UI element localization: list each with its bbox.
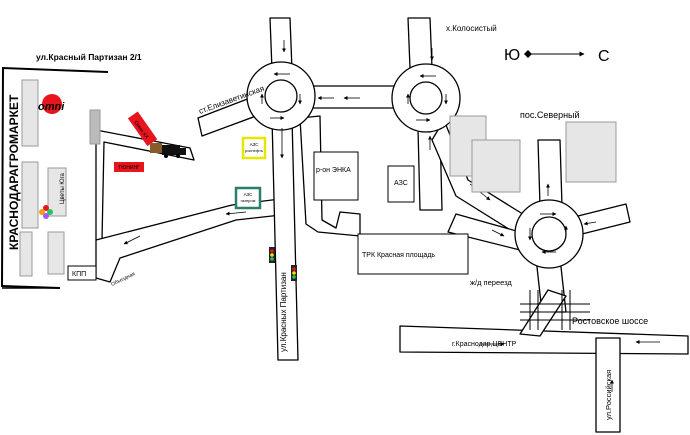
kolosisty-label: х.Колосистый bbox=[446, 24, 497, 33]
svg-text:газпром: газпром bbox=[241, 198, 256, 203]
building-market-5 bbox=[47, 231, 65, 275]
address-label: ул.Красный Партизан 2/1 bbox=[36, 52, 142, 62]
svg-text:ТЮНИНГ: ТЮНИНГ bbox=[118, 165, 140, 171]
roundabout-3-island bbox=[531, 216, 567, 252]
omni-logo: omni bbox=[38, 94, 65, 114]
building-severny-3 bbox=[565, 121, 617, 183]
flowers-label: Цветы Юга bbox=[60, 172, 66, 204]
flower-icon bbox=[39, 205, 53, 219]
building-market-1 bbox=[21, 79, 39, 147]
building-market-3 bbox=[47, 167, 67, 217]
building-azs bbox=[387, 165, 415, 203]
buildings bbox=[19, 79, 617, 277]
roundabout-2-island bbox=[409, 81, 443, 115]
road-rostov-north bbox=[519, 289, 567, 337]
building-market-4 bbox=[19, 231, 33, 277]
compass-north: С bbox=[598, 48, 610, 65]
building-trk bbox=[357, 233, 469, 275]
trk-label: ТРК Красная площадь bbox=[362, 252, 435, 259]
building-severny-2 bbox=[471, 139, 521, 193]
road-bypass bbox=[95, 197, 291, 283]
building-enka bbox=[313, 151, 359, 201]
red-sign-bottom: ТЮНИНГ bbox=[114, 162, 144, 172]
azs-gazprom: АЗС газпром bbox=[234, 186, 262, 210]
svg-text:роснефть: роснефть bbox=[245, 148, 263, 153]
svg-text:АЗС: АЗС bbox=[244, 192, 254, 197]
truck-icon bbox=[150, 143, 186, 158]
svg-text:omni: omni bbox=[38, 101, 65, 113]
road-severny bbox=[537, 139, 563, 207]
traffic-light-2 bbox=[291, 265, 297, 281]
rostov-highway-label: Ростовское шоссе bbox=[572, 316, 648, 326]
road-rossiyskaya bbox=[595, 337, 621, 433]
building-market-2 bbox=[21, 161, 39, 229]
compass: Ю С bbox=[504, 47, 610, 65]
svg-text:АЗС: АЗС bbox=[250, 142, 260, 147]
road-north-2 bbox=[407, 17, 433, 69]
rossiyskaya-label: ул.Российская bbox=[604, 370, 613, 420]
checkpoint-box bbox=[67, 265, 97, 281]
roundabout-1-island bbox=[264, 79, 298, 113]
checkpoint-label: КПП bbox=[72, 271, 86, 278]
krasnyh-partizan-label: ул.Красных Партизан bbox=[279, 272, 288, 352]
azs-label: АЗС bbox=[394, 180, 408, 187]
market-label: КРАСНОДАРАГРОМАРКЕТ bbox=[7, 94, 21, 250]
railway-crossing bbox=[520, 290, 590, 330]
market-area bbox=[0, 66, 109, 289]
azs-rosneft: АЗС роснефть bbox=[241, 136, 267, 160]
railway-label: ж/д переезд bbox=[470, 278, 512, 287]
center-label: г.Краснодар,ЦЕНТР bbox=[452, 341, 517, 348]
road-network bbox=[95, 17, 689, 433]
roundabouts bbox=[246, 61, 584, 269]
severny-label: пос.Северный bbox=[520, 110, 580, 120]
compass-south: Ю bbox=[504, 47, 520, 64]
enka-label: р-он ЭНКА bbox=[316, 167, 351, 174]
building-gray bbox=[89, 109, 101, 145]
traffic-light-1 bbox=[269, 247, 275, 263]
